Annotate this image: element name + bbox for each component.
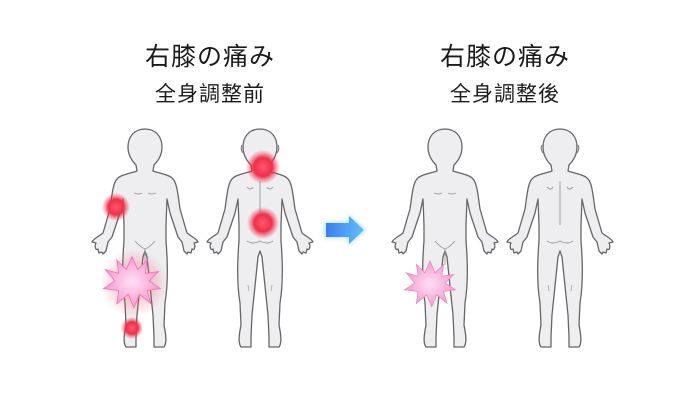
after-body-back: [505, 125, 615, 355]
before-title-condition: 右膝の痛み: [144, 42, 275, 71]
after-title-condition: 右膝の痛み: [439, 42, 570, 71]
before-body-back: [205, 125, 315, 355]
pain-spot-shin: [121, 317, 143, 339]
body-front-figure: [391, 128, 499, 348]
before-title: 右膝の痛み 全身調整前: [90, 42, 330, 108]
pain-spot-arm: [102, 193, 130, 221]
right-arrow-icon: [322, 212, 372, 248]
before-title-stage: 全身調整前: [155, 82, 265, 106]
after-title: 右膝の痛み 全身調整後: [385, 42, 625, 108]
pain-spot-lower-back: [247, 207, 279, 239]
after-title-stage: 全身調整後: [450, 82, 560, 106]
body-back-figure: [506, 128, 614, 348]
pain-spot-neck: [246, 150, 280, 184]
after-body-front: [390, 125, 500, 355]
before-body-front: [90, 125, 200, 355]
